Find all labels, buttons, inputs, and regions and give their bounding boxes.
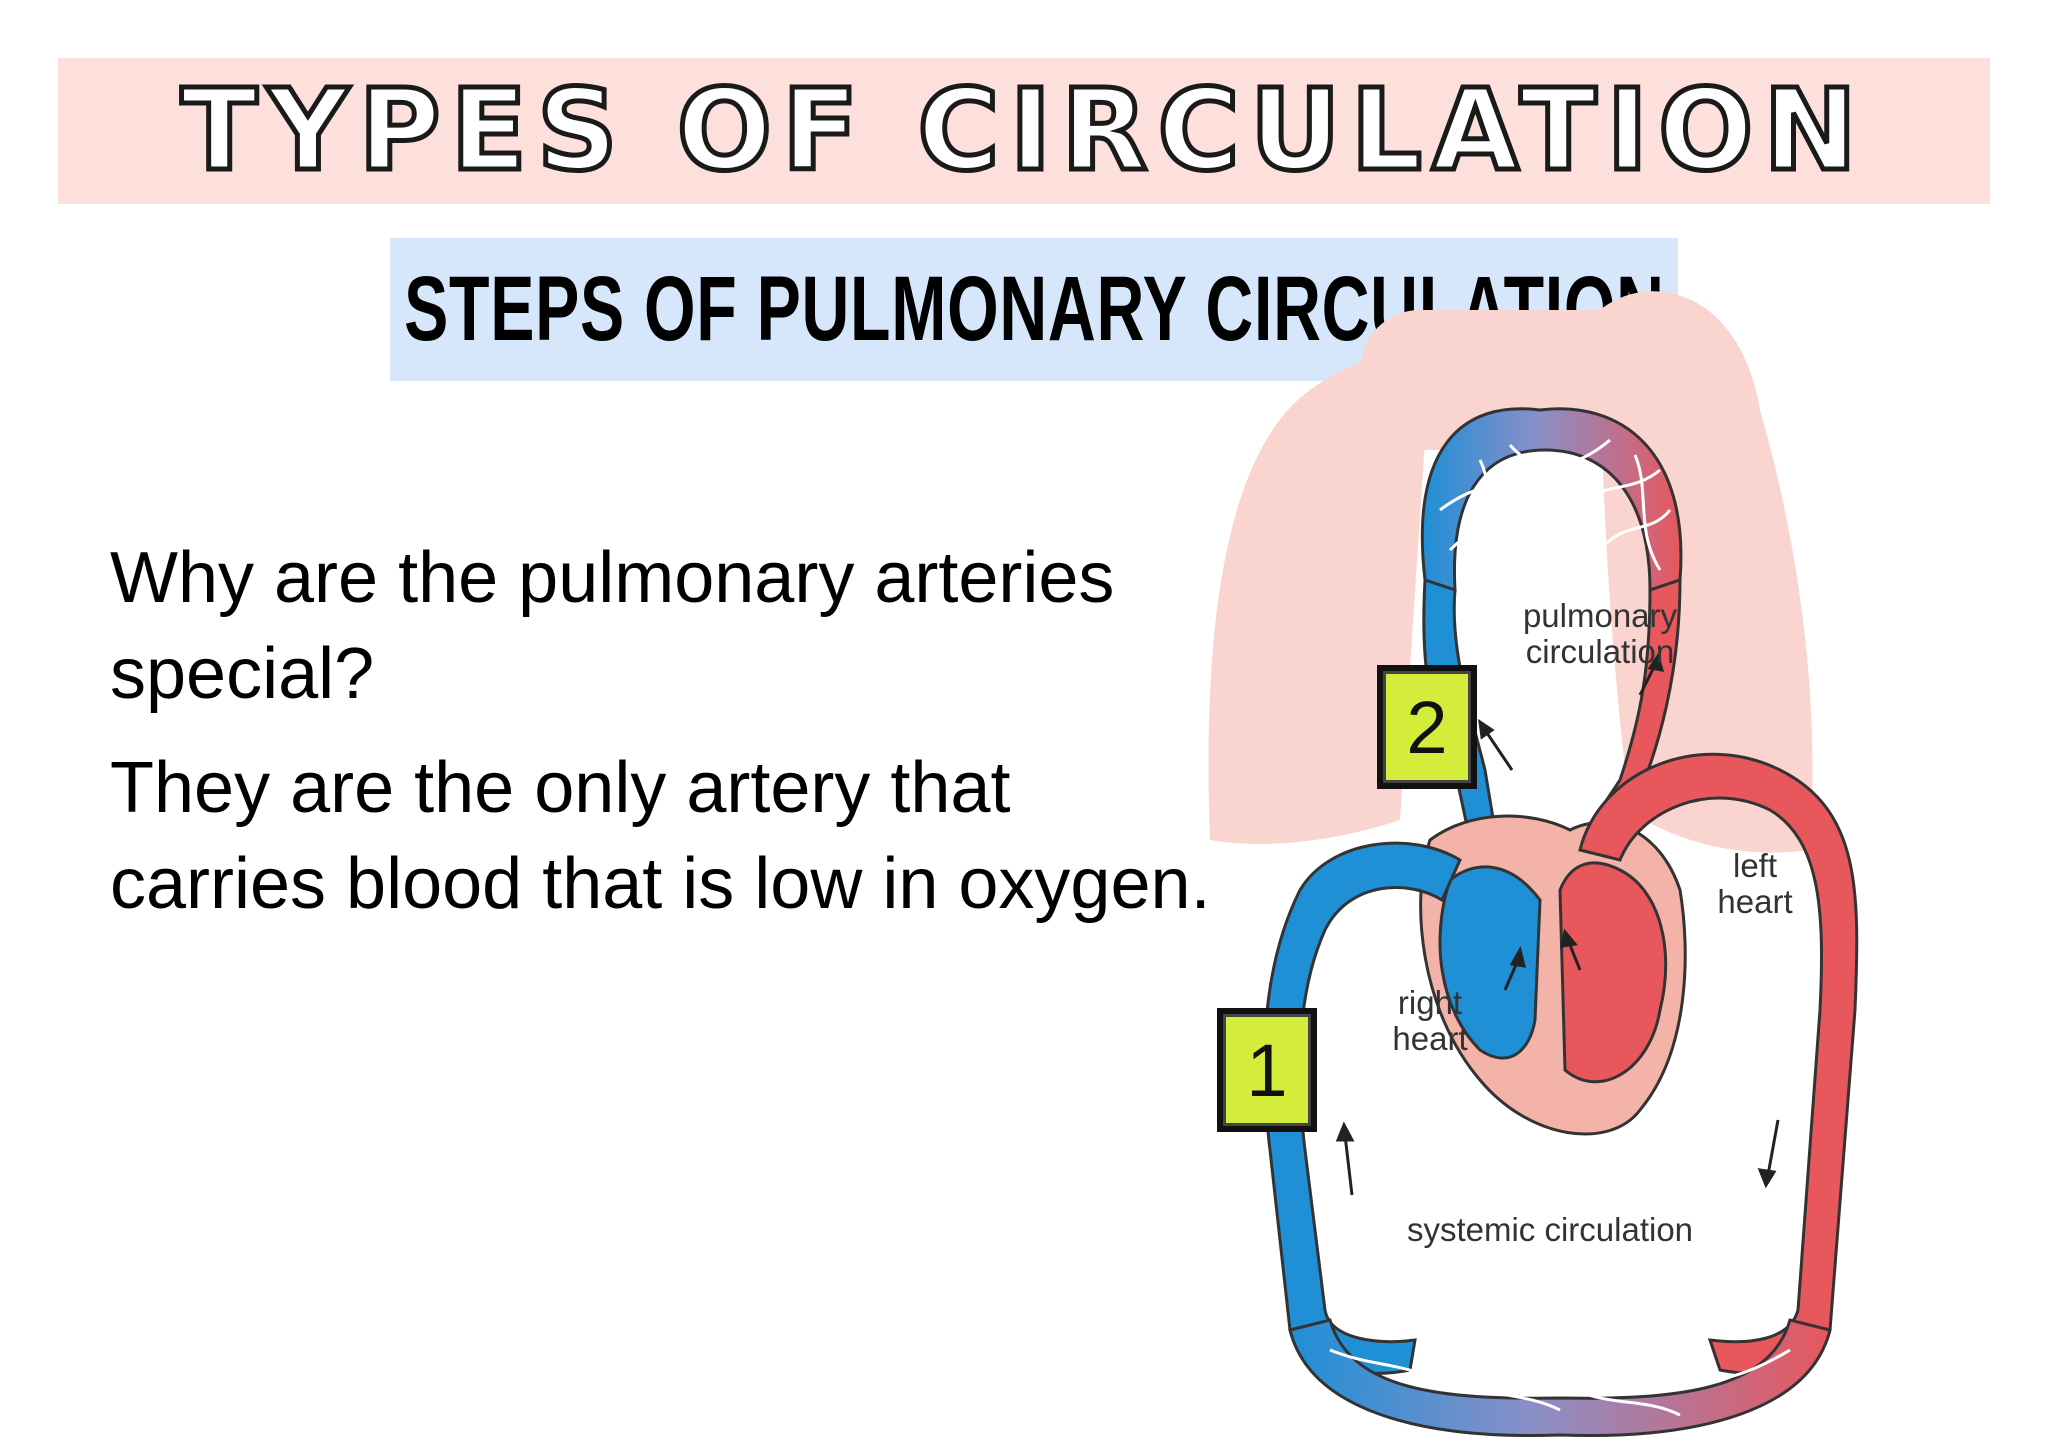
step-1-badge: 1: [1217, 1008, 1317, 1132]
aorta: [1578, 752, 1859, 1376]
right-heart-line1: right: [1397, 984, 1463, 1021]
pulmonary-circulation-label: pulmonary circulation: [1500, 598, 1700, 670]
page-title: TYPES OF CIRCULATION: [178, 66, 1868, 196]
pulmonary-label-line2: circulation: [1525, 633, 1675, 670]
question-text: Why are the pulmonary arteries special?: [110, 538, 1115, 714]
step-2-badge: 2: [1377, 665, 1477, 789]
left-heart-line1: left: [1732, 847, 1778, 884]
left-heart-label: left heart: [1705, 848, 1805, 920]
pulmonary-label-line1: pulmonary: [1522, 597, 1678, 634]
right-heart-label: right heart: [1380, 985, 1480, 1057]
vena-cava: [1262, 841, 1462, 1376]
circulation-svg: [1208, 291, 1859, 1437]
left-heart-line2: heart: [1717, 883, 1793, 920]
left-heart-chamber: [1558, 861, 1668, 1084]
right-lung: [1208, 359, 1430, 844]
systemic-circulation-label: systemic circulation: [1406, 1211, 1694, 1248]
systemic-mesh: [1329, 1348, 1791, 1417]
title-banner: [58, 58, 1990, 204]
right-heart-line2: heart: [1392, 1020, 1468, 1057]
systemic-capillaries: [1288, 1318, 1832, 1437]
capillary-mesh: [1439, 438, 1672, 571]
circulation-diagram: pulmonary circulation left heart right h…: [1180, 250, 2040, 1447]
answer-text: They are the only artery that carries bl…: [110, 748, 1211, 924]
flow-arrows: [1335, 652, 1780, 1196]
pulmonary-capillaries: [1420, 407, 1683, 593]
right-heart-chamber: [1438, 865, 1542, 1060]
body-text: Why are the pulmonary arteries special? …: [110, 530, 1240, 932]
